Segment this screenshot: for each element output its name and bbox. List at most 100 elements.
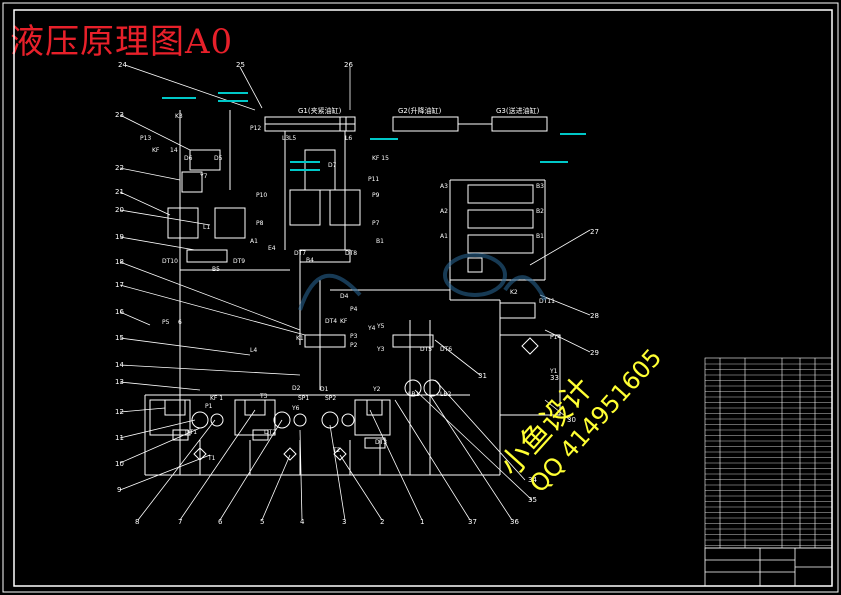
callout-17: 17: [115, 281, 124, 289]
cyan-annotations: [162, 92, 586, 171]
component-label: K2: [510, 289, 518, 296]
component-label: DT10: [162, 258, 178, 265]
component-label: P1: [205, 403, 213, 410]
callout-11: 11: [115, 434, 124, 442]
component-label: SP1: [298, 395, 309, 402]
callout-33: 33: [550, 374, 559, 382]
component-label: Y3: [376, 346, 385, 353]
callout-23: 23: [115, 111, 124, 119]
component-label: D7: [328, 162, 337, 169]
component-label: A1: [250, 238, 258, 245]
component-label: D6: [184, 155, 193, 162]
drawing-title: 液压原理图A0: [10, 22, 234, 62]
component-label: D4: [340, 293, 349, 300]
pumps: [191, 379, 441, 429]
callout-4: 4: [300, 518, 305, 526]
component-label: Y2: [372, 386, 381, 393]
component-label: B1: [536, 233, 544, 240]
callout-10: 10: [115, 460, 124, 468]
callout-8: 8: [135, 518, 139, 526]
callout-26: 26: [344, 61, 353, 69]
component-label: D1: [320, 386, 329, 393]
component-label: Y1: [549, 368, 558, 375]
component-label: D5: [214, 155, 223, 162]
component-label: KF: [152, 147, 160, 154]
component-label: 6: [178, 319, 182, 326]
component-label: P5: [162, 319, 170, 326]
callout-20: 20: [115, 206, 124, 214]
component-label: DT3: [375, 439, 387, 446]
title-block: [704, 547, 833, 587]
leader-lines: [119, 64, 591, 521]
component-label: DT7: [294, 250, 306, 257]
callout-24: 24: [118, 61, 127, 69]
component-label: B3: [536, 183, 544, 190]
cylinder-g1: G1(夹紧油缸): [264, 106, 356, 132]
callout-27: 27: [590, 228, 599, 236]
cylinder-g3: G3(送进油缸): [491, 106, 548, 132]
component-label: L3: [282, 135, 289, 142]
component-label: DT1: [185, 429, 197, 436]
component-label: SP2: [325, 395, 336, 402]
component-label: DT9: [233, 258, 245, 265]
callout-19: 19: [115, 233, 124, 241]
component-label: B2: [536, 208, 544, 215]
cylinder-g2: G2(升降油缸): [392, 106, 492, 132]
component-label: KF 15: [372, 155, 389, 162]
component-label: DT6: [440, 346, 452, 353]
component-label: K3: [175, 113, 183, 120]
callout-9: 9: [117, 486, 121, 494]
component-label: P2: [350, 342, 358, 349]
component-label: P8: [256, 220, 264, 227]
callout-16: 16: [115, 308, 124, 316]
callout-1: 1: [420, 518, 424, 526]
component-label: T1: [207, 455, 216, 462]
callout-21: 21: [115, 188, 124, 196]
callout-3: 3: [342, 518, 346, 526]
component-label: P13: [140, 135, 151, 142]
callout-2: 2: [380, 518, 384, 526]
parts-list-rows: [705, 363, 832, 546]
component-label: B1: [376, 238, 384, 245]
component-label: A3: [440, 183, 448, 190]
cylinder-g2-label: G2(升降油缸): [398, 106, 442, 115]
component-label: P7: [372, 220, 380, 227]
component-label: L4: [250, 347, 257, 354]
component-label: Y5: [376, 323, 385, 330]
component-label: DT8: [345, 250, 357, 257]
component-label: KF 1: [210, 395, 223, 402]
component-label: D2: [292, 385, 301, 392]
component-label: LB1: [408, 391, 419, 398]
component-label: P14: [550, 334, 561, 341]
component-label: B5: [212, 266, 220, 273]
component-label: E4: [268, 245, 276, 252]
cylinder-g3-label: G3(送进油缸): [496, 106, 540, 115]
component-label: L5: [289, 135, 296, 142]
callout-18: 18: [115, 258, 124, 266]
callout-7: 7: [178, 518, 182, 526]
callout-numbers: 1 2 3 4 5 6 7 8 9 10 11 12 13 14 15 16 1…: [115, 61, 599, 526]
callout-30: 30: [567, 416, 576, 424]
callout-36: 36: [510, 518, 519, 526]
component-label: DT4: [325, 318, 337, 325]
component-label: P4: [350, 306, 358, 313]
component-label: P3: [350, 333, 358, 340]
component-label: Y6: [291, 405, 300, 412]
callout-13: 13: [115, 378, 124, 386]
callout-29: 29: [590, 349, 599, 357]
component-label: L1: [203, 224, 210, 231]
component-label: KF: [340, 318, 348, 325]
component-label: B4: [306, 257, 314, 264]
component-label: L6: [345, 135, 352, 142]
component-label: DT5: [420, 346, 432, 353]
cylinder-g1-label: G1(夹紧油缸): [298, 106, 342, 115]
component-label: P11: [368, 176, 379, 183]
component-label: Y7: [199, 173, 208, 180]
component-label: P9: [372, 192, 380, 199]
callout-12: 12: [115, 408, 124, 416]
component-label: 14: [170, 147, 178, 154]
